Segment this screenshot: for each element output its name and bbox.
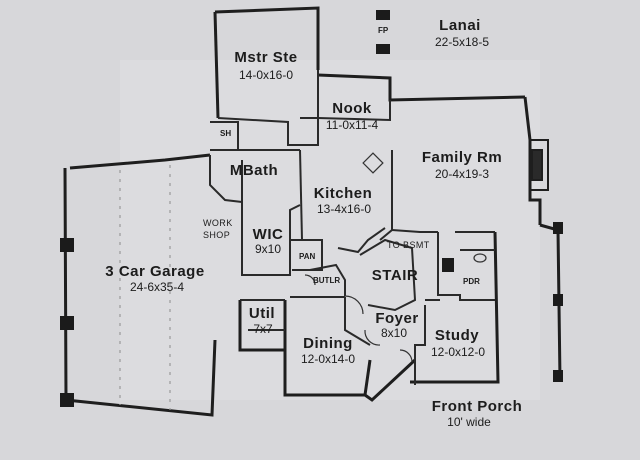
room-name-master-bath: MBath <box>229 162 279 179</box>
room-dims-front-porch: 10' wide <box>447 415 491 429</box>
butler-label: BUTLR <box>313 276 341 285</box>
interior-walls <box>209 70 495 385</box>
room-dims-master-suite: 14-0x16-0 <box>238 68 294 82</box>
room-name-master-suite: Mstr Ste <box>234 49 298 66</box>
room-dims-foyer: 8x10 <box>380 326 408 340</box>
column <box>442 258 454 272</box>
room-dims-kitchen: 13-4x16-0 <box>316 202 372 216</box>
stair-label: STAIR <box>371 267 419 284</box>
fireplace-label: FP <box>378 26 389 35</box>
room-dims-family-room: 20-4x19-3 <box>434 167 490 181</box>
powder-room-label: PDR <box>463 277 480 286</box>
column <box>60 316 74 330</box>
workshop-label-line2: SHOP <box>203 230 231 240</box>
room-name-nook: Nook <box>332 100 372 117</box>
column <box>553 222 563 234</box>
pantry-label: PAN <box>299 252 316 261</box>
workshop-label-line1: WORK <box>203 218 233 228</box>
column <box>60 238 74 252</box>
room-dims-utility: 7x7 <box>253 322 273 336</box>
paper-sheen <box>120 60 540 400</box>
room-name-family-room: Family Rm <box>421 149 503 166</box>
room-name-dining: Dining <box>303 335 353 352</box>
fixtures <box>119 152 487 410</box>
column <box>376 10 390 20</box>
room-name-garage: 3 Car Garage <box>105 263 205 280</box>
exterior-walls <box>63 6 562 417</box>
column <box>553 294 563 306</box>
columns <box>60 10 563 407</box>
shower-label: SH <box>220 129 232 138</box>
room-dims-wic: 9x10 <box>254 242 282 256</box>
room-name-foyer: Foyer <box>375 310 419 327</box>
to-basement-label: TO BSMT <box>387 240 430 250</box>
room-name-lanai: Lanai <box>439 17 481 34</box>
room-name-kitchen: Kitchen <box>313 185 373 202</box>
room-dims-garage: 24-6x35-4 <box>129 280 185 294</box>
room-dims-study: 12-0x12-0 <box>430 345 486 359</box>
room-name-front-porch: Front Porch <box>431 398 523 415</box>
room-name-utility: Util <box>248 305 276 322</box>
column <box>553 370 563 382</box>
room-name-wic: WIC <box>252 226 284 243</box>
column <box>376 44 390 54</box>
column <box>60 393 74 407</box>
room-dims-lanai: 22-5x18-5 <box>434 35 490 49</box>
room-dims-dining: 12-0x14-0 <box>300 352 356 366</box>
fireplace <box>530 139 549 191</box>
room-name-study: Study <box>434 327 480 344</box>
room-dims-nook: 11-0x11-4 <box>325 118 379 132</box>
